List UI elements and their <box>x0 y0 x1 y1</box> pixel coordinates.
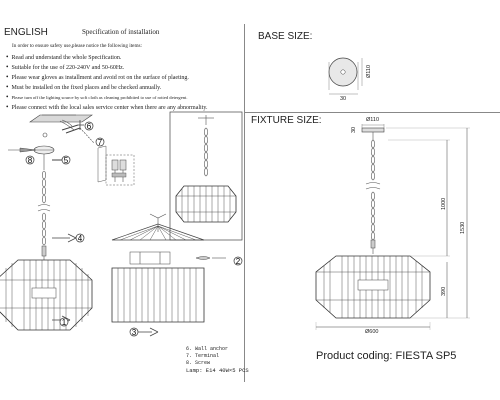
bullet-icon: • <box>6 73 9 81</box>
shade-body-illustration <box>111 251 226 337</box>
rule-item: •Please turn off the lighting source by … <box>6 93 188 101</box>
lamp-spec: Lamp: E14 40W×5 PCS <box>186 367 249 374</box>
fixture-base-diameter-label: Ø110 <box>366 117 380 123</box>
svg-text:5: 5 <box>64 156 69 165</box>
rule-item: •Please connect with the local sales ser… <box>6 103 208 111</box>
vertical-divider <box>244 24 245 382</box>
callout-5: 5 <box>61 155 71 165</box>
fixture-base-height-label: 30 <box>351 126 357 133</box>
bullet-icon: • <box>6 103 9 111</box>
ceiling-plate-illustration <box>8 114 95 165</box>
fixture-size-heading: FIXTURE SIZE: <box>251 115 322 126</box>
total-height-label: 1530 <box>460 221 466 234</box>
rule-item: •Must be installed on the fixed places a… <box>6 83 162 91</box>
legend-terminal: 7. Terminal <box>186 353 220 359</box>
inset-panel <box>169 111 243 241</box>
callout-7: 7 <box>95 137 105 147</box>
svg-text:1: 1 <box>62 318 67 327</box>
rule-item: •Please wear gloves as installment and a… <box>6 73 189 81</box>
base-size-heading: BASE SIZE: <box>258 31 313 42</box>
safety-rules: •Read and understand the whole Specifica… <box>6 52 242 112</box>
callout-3: 3 <box>129 327 139 337</box>
callout-1: 1 <box>59 317 69 327</box>
base-height-label: 30 <box>340 96 347 102</box>
horizontal-divider <box>244 112 500 113</box>
svg-text:6: 6 <box>87 122 92 131</box>
svg-text:7: 7 <box>98 138 103 147</box>
chain-length-label: 1000 <box>441 197 447 210</box>
callout-6: 6 <box>84 121 94 131</box>
bullet-icon: • <box>6 53 9 61</box>
language-heading: ENGLISH <box>4 27 48 38</box>
callout-8: 8 <box>25 155 35 165</box>
rule-item: •Suitable for the use of 220-240V and 50… <box>6 63 125 71</box>
terminal-block-illustration <box>97 145 135 186</box>
product-coding: Product coding: FIESTA SP5 <box>316 350 457 362</box>
fixture-size-drawing <box>315 124 470 330</box>
drum-shade-illustration <box>0 259 93 331</box>
shade-height-label: 390 <box>441 286 447 296</box>
legend-screw: 8. Screw <box>186 360 211 366</box>
bullet-icon: • <box>6 63 9 71</box>
callout-2: 2 <box>233 256 243 266</box>
spec-title: Specification of installation <box>82 28 160 36</box>
shade-top-illustration <box>111 213 205 241</box>
legend-wall-anchor: 6. Wall anchor <box>186 346 229 352</box>
bullet-icon: • <box>6 93 9 101</box>
svg-text:8: 8 <box>28 156 33 165</box>
shade-diameter-label: Ø600 <box>365 329 379 335</box>
base-size-drawing <box>328 57 363 95</box>
svg-text:3: 3 <box>132 328 137 337</box>
chain-illustration <box>37 165 77 260</box>
rule-item: •Read and understand the whole Specifica… <box>6 53 122 61</box>
safety-intro: In order to ensure safety use,please not… <box>12 43 142 49</box>
base-diameter-label: Ø110 <box>366 64 372 78</box>
callout-4: 4 <box>75 233 85 243</box>
svg-text:4: 4 <box>78 234 83 243</box>
bullet-icon: • <box>6 83 9 91</box>
svg-text:2: 2 <box>236 257 241 266</box>
